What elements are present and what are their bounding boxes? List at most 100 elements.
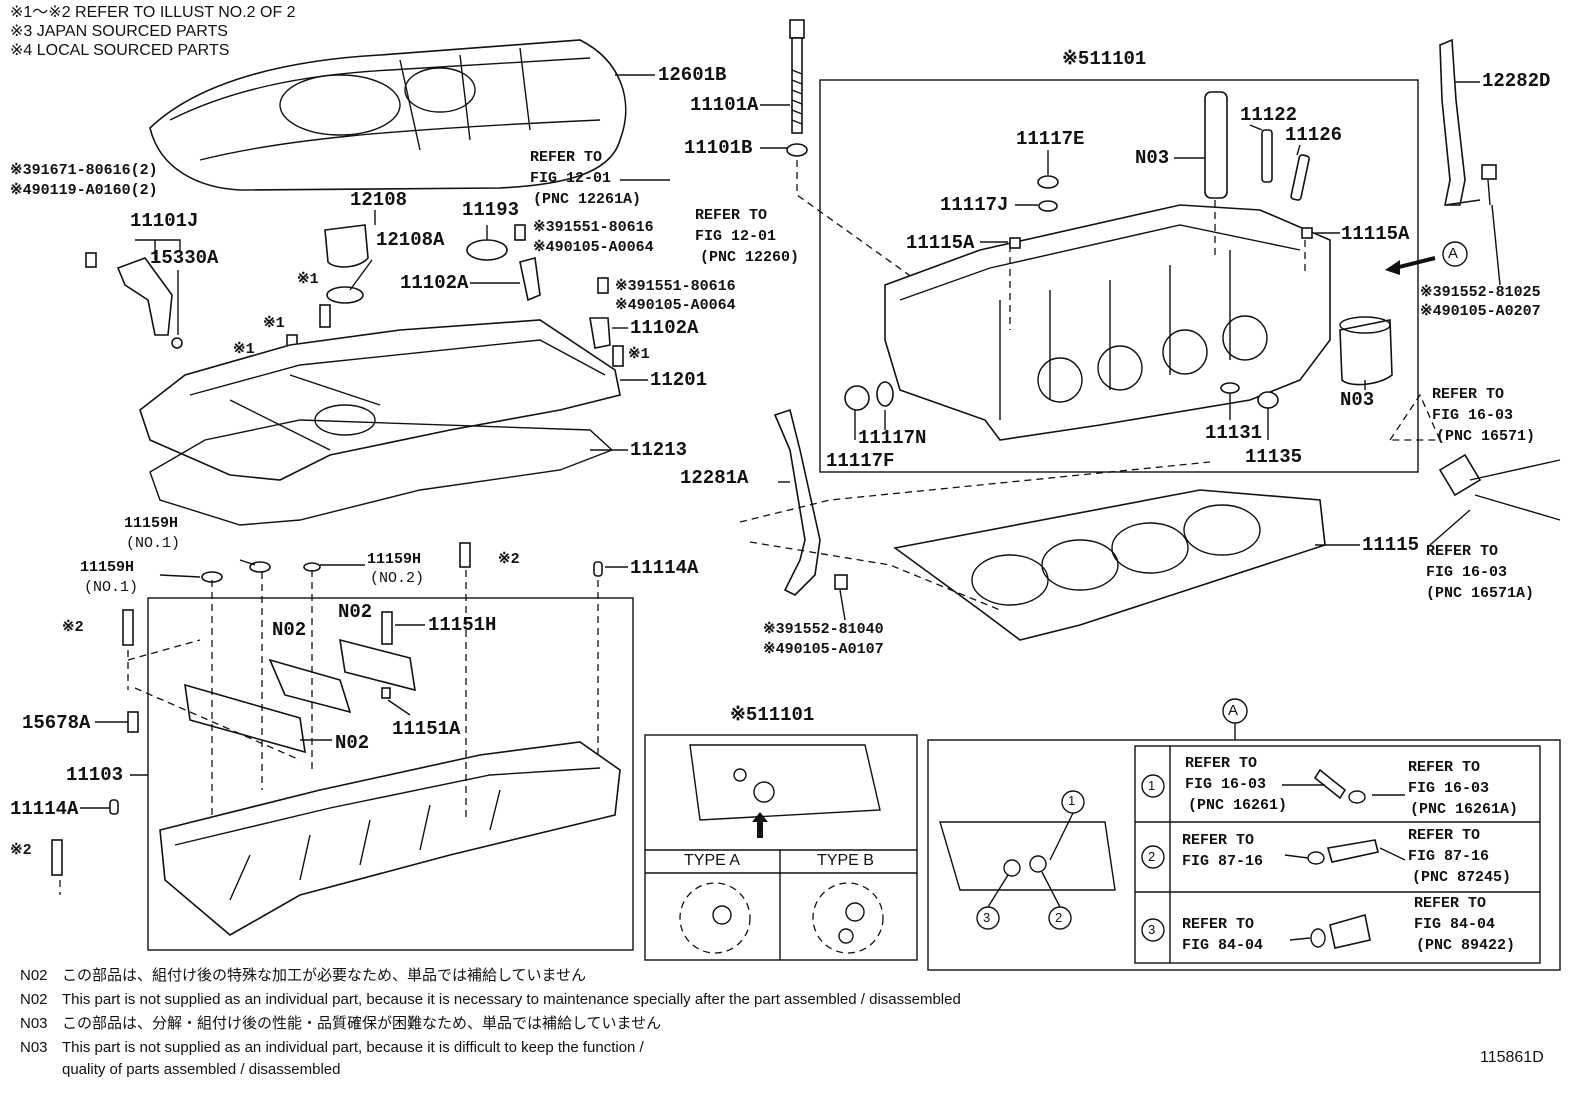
part-11101j[interactable]: 11101J (130, 210, 199, 232)
part-11201[interactable]: 11201 (650, 369, 708, 391)
part-11159h-no1-a-sub: (NO.1) (126, 535, 181, 552)
part-15330a[interactable]: 15330A (150, 247, 219, 269)
part-11115a-left[interactable]: 11115A (906, 232, 975, 254)
bolt-star1-a-drawing (319, 304, 331, 328)
part-391552-81025[interactable]: ※391552-81025 (1420, 284, 1541, 301)
row-num-3: 3 (1148, 922, 1156, 937)
ref-fig16-03-a-line2[interactable]: FIG 16-03 (1432, 407, 1514, 424)
ring-11159h-no1-b-drawing (249, 561, 271, 573)
row2-right-line3: (PNC 87245) (1412, 869, 1512, 886)
part-n03-top[interactable]: N03 (1135, 147, 1170, 169)
part-n02-1[interactable]: N02 (338, 601, 373, 623)
part-11117f[interactable]: 11117F (826, 450, 895, 472)
part-11117n[interactable]: 11117N (858, 427, 927, 449)
part-11101-main[interactable]: ※511101 (1062, 48, 1147, 70)
part-11151h[interactable]: 11151H (428, 614, 497, 636)
sensor-15678a-drawing (127, 711, 139, 733)
callout-a-marker[interactable]: A (1228, 702, 1239, 719)
bracket-12282d-drawing (1439, 38, 1497, 206)
part-11101b[interactable]: 11101B (684, 137, 753, 159)
bolt-11151h-drawing (381, 611, 393, 645)
part-12281a[interactable]: 12281A (680, 467, 749, 489)
part-11117e[interactable]: 11117E (1016, 128, 1085, 150)
part-11101a[interactable]: 11101A (690, 94, 759, 116)
ring-11159h-no2-drawing (303, 562, 321, 572)
camshaft-housing-drawing (159, 741, 621, 936)
part-490105-a0207[interactable]: ※490105-A0207 (1420, 303, 1541, 320)
row3-right-line2[interactable]: FIG 84-04 (1414, 916, 1496, 933)
pin-11115a-right-drawing (1301, 227, 1313, 239)
ref-fig16-03-b-line1: REFER TO (1426, 543, 1499, 560)
part-11193[interactable]: 11193 (462, 199, 520, 221)
part-11102a-2[interactable]: 11102A (630, 317, 699, 339)
part-11122[interactable]: 11122 (1240, 104, 1298, 126)
footnote-5-text: quality of parts assembled / disassemble… (62, 1061, 341, 1078)
view-a-marker[interactable]: A (1448, 245, 1459, 262)
footnote-4-text: This part is not supplied as an individu… (62, 1039, 644, 1056)
part-11213[interactable]: 11213 (630, 439, 688, 461)
part-15678a[interactable]: 15678A (22, 712, 91, 734)
bracket-12281a-drawing (773, 408, 821, 596)
part-11114a-bottom[interactable]: 11114A (10, 798, 79, 820)
part-n03-right[interactable]: N03 (1340, 389, 1375, 411)
part-490105-a0064-a[interactable]: ※490105-A0064 (533, 239, 654, 256)
part-11126[interactable]: 11126 (1285, 124, 1343, 146)
part-n02-2[interactable]: N02 (272, 619, 307, 641)
part-11159h-no1-a[interactable]: 11159H (124, 515, 179, 532)
row3-right-line1: REFER TO (1414, 895, 1487, 912)
note-star1-d: ※1 (628, 346, 650, 363)
part-490119-a0160[interactable]: ※490119-A0160(2) (10, 182, 158, 199)
footnote-2-code: N02 (20, 991, 48, 1008)
guide-11122-drawing (1261, 129, 1273, 183)
part-12108a[interactable]: 12108A (376, 229, 445, 251)
part-12108[interactable]: 12108 (350, 189, 408, 211)
part-11159h-no2[interactable]: 11159H (367, 551, 422, 568)
ref-fig16-03-b-line2[interactable]: FIG 16-03 (1426, 564, 1508, 581)
engine-cover-drawing (149, 39, 627, 191)
row3-left-line2[interactable]: FIG 84-04 (1182, 937, 1264, 954)
part-11115[interactable]: 11115 (1362, 534, 1420, 556)
leader-lines (80, 74, 1501, 941)
part-490105-a0064-b[interactable]: ※490105-A0064 (615, 297, 736, 314)
row3-left-line1: REFER TO (1182, 916, 1255, 933)
part-11135[interactable]: 11135 (1245, 446, 1303, 468)
part-11117j[interactable]: 11117J (940, 194, 1009, 216)
part-391551-80616-b[interactable]: ※391551-80616 (615, 278, 736, 295)
ref-fig12-01-b-line2[interactable]: FIG 12-01 (695, 228, 777, 245)
detail-box-title[interactable]: ※511101 (730, 704, 815, 726)
part-11115a-right[interactable]: 11115A (1341, 223, 1410, 245)
pin-11115a-left-drawing (1009, 237, 1021, 249)
note-star2-c: ※2 (10, 842, 32, 859)
part-12601b[interactable]: 12601B (658, 64, 727, 86)
bolt-391551-b-drawing (597, 277, 609, 294)
ref-fig16-03-a-line3: (PNC 16571) (1436, 428, 1536, 445)
part-391552-81040[interactable]: ※391552-81040 (763, 621, 884, 638)
header-note-1: ※1〜※2 REFER TO ILLUST NO.2 OF 2 (10, 4, 296, 21)
part-11102a-1[interactable]: 11102A (400, 272, 469, 294)
part-391671-80616[interactable]: ※391671-80616(2) (10, 162, 158, 179)
row2-right-line2[interactable]: FIG 87-16 (1408, 848, 1490, 865)
part-11103[interactable]: 11103 (66, 764, 124, 786)
ocv-15330a-drawing (116, 257, 173, 336)
pin-11114a-bottom-drawing (109, 799, 119, 815)
bolt-391552-81040-drawing (834, 574, 848, 590)
ref-fig12-01-a-line2[interactable]: FIG 12-01 (530, 170, 612, 187)
footnote-3-code: N03 (20, 1015, 48, 1032)
row2-left-line2[interactable]: FIG 87-16 (1182, 853, 1264, 870)
camshaft-housing-box (147, 597, 634, 951)
row3-right-line3: (PNC 89422) (1416, 937, 1516, 954)
part-12282d[interactable]: 12282D (1482, 70, 1551, 92)
cylinder-head-box (819, 79, 1419, 473)
row1-left-line2[interactable]: FIG 16-03 (1185, 776, 1267, 793)
part-11159h-no1-b[interactable]: 11159H (80, 559, 135, 576)
part-391551-80616-a[interactable]: ※391551-80616 (533, 219, 654, 236)
part-n02-3[interactable]: N02 (335, 732, 370, 754)
part-11114a-top[interactable]: 11114A (630, 557, 699, 579)
part-490105-a0107[interactable]: ※490105-A0107 (763, 641, 884, 658)
row1-right-line2[interactable]: FIG 16-03 (1408, 780, 1490, 797)
part-11131[interactable]: 11131 (1205, 422, 1263, 444)
detail-type-b: TYPE B (817, 852, 874, 869)
figure-id: 115861D (1480, 1049, 1544, 1066)
ring-11193-drawing (466, 239, 508, 261)
part-11151a[interactable]: 11151A (392, 718, 461, 740)
